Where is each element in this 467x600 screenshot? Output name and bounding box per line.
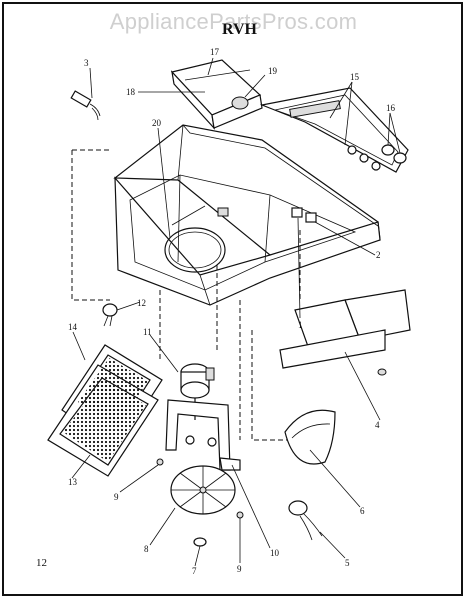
page-number: 12 [36,557,47,569]
callout-16: 16 [386,103,396,113]
callout-2: 2 [376,250,381,260]
lamp-holder [288,500,323,541]
motor-bracket [165,399,241,471]
callout-15: 15 [350,72,360,82]
callout-11: 11 [143,327,152,337]
fan-nut [193,537,207,547]
callout-3: 3 [84,58,89,68]
fan-blade [170,465,236,515]
callout-18: 18 [126,87,136,97]
callout-6: 6 [360,506,365,516]
blower-ring [164,205,229,273]
blower-motor [180,363,215,420]
knob-pair [381,144,407,164]
leader-lines [71,57,401,567]
control-panel [259,87,409,173]
callout-19: 19 [268,66,278,76]
callout-10: 10 [270,548,280,558]
model-title: RVH [222,21,257,38]
callout-5: 5 [345,558,350,568]
damper-assembly [170,59,263,130]
callout-17: 17 [210,47,220,57]
callout-7: 7 [192,566,197,576]
callout-9-left: 9 [114,492,119,502]
callout-8: 8 [144,544,149,554]
callout-9-right: 9 [237,564,242,574]
grease-filters [47,344,163,477]
hood-body [113,124,381,306]
callout-12: 12 [137,298,146,308]
callout-13: 13 [68,477,78,487]
callout-20: 20 [152,118,162,128]
sheet-border [2,2,463,596]
screw-left [156,458,164,466]
watermark: AppliancePartsPros.com [109,9,358,34]
light-lens [284,409,336,465]
callout-14: 14 [68,322,78,332]
screw-right [236,511,244,519]
callout-1: 1 [298,320,303,330]
lamp-bulb-socket [102,303,118,327]
duct-transition [279,289,411,376]
callout-labels: 3 17 18 19 15 16 20 2 12 1 14 11 4 13 9 … [68,47,396,576]
lamp-socket [70,90,101,121]
callout-4: 4 [375,420,380,430]
switch-pair [291,207,317,223]
